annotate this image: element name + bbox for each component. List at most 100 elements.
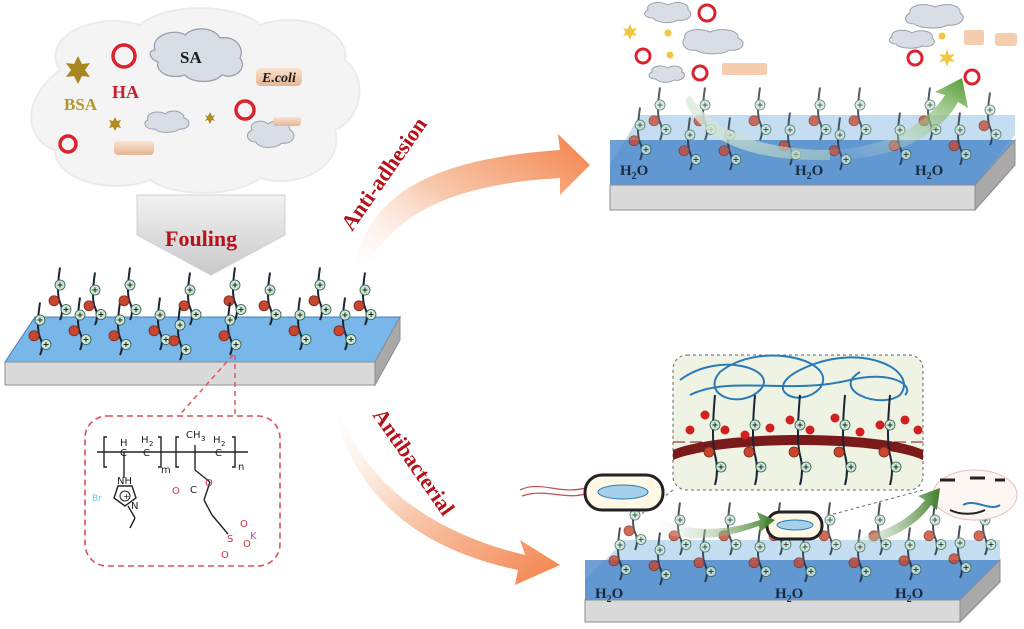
anti-adhesion-arrow: Anti-adhesion bbox=[336, 112, 590, 285]
cation-icon bbox=[990, 129, 1002, 140]
cation-icon bbox=[755, 461, 767, 473]
bsa-star-icon bbox=[66, 56, 90, 84]
sa-cloud: SA bbox=[149, 28, 244, 83]
cation-icon bbox=[780, 539, 792, 550]
ecoli-rod-icon bbox=[273, 117, 301, 126]
cation-dot bbox=[913, 425, 923, 435]
cation-icon bbox=[929, 514, 941, 526]
cation-icon bbox=[935, 539, 947, 550]
anion-icon bbox=[333, 325, 345, 337]
polymer-brush bbox=[218, 302, 242, 356]
polymer-brush bbox=[678, 117, 702, 171]
cation-icon bbox=[114, 314, 126, 326]
cation-icon bbox=[985, 539, 997, 550]
bacterium-swimming bbox=[519, 473, 665, 512]
anion-icon bbox=[218, 330, 230, 342]
cation-icon bbox=[684, 129, 696, 141]
cation-icon bbox=[345, 334, 357, 345]
cation-icon bbox=[224, 314, 236, 326]
cation-icon bbox=[270, 309, 282, 320]
atom-o: O bbox=[205, 478, 213, 489]
atom-c: C bbox=[143, 448, 150, 459]
cation-icon bbox=[660, 569, 672, 580]
anion-icon bbox=[703, 446, 715, 458]
cation-icon bbox=[294, 309, 306, 321]
cation-icon bbox=[890, 461, 902, 473]
cation-icon bbox=[60, 304, 72, 315]
cation-icon bbox=[40, 339, 52, 350]
anion-icon bbox=[718, 145, 730, 157]
cation-icon bbox=[839, 419, 851, 431]
copolymer-structure-box: + H C H 2 C m CH 3 H 2 C n NH N C Br O O… bbox=[84, 415, 281, 567]
lysis-arrow bbox=[830, 488, 940, 548]
cation-icon bbox=[854, 99, 866, 111]
polymer-brush bbox=[948, 112, 972, 166]
atom-h2: H bbox=[213, 435, 221, 446]
anion-icon bbox=[288, 325, 300, 337]
cation-icon bbox=[180, 344, 192, 355]
cation-dot bbox=[855, 427, 865, 437]
polymer-brush bbox=[108, 302, 132, 356]
cation-icon bbox=[794, 419, 806, 431]
cation-icon bbox=[900, 149, 912, 160]
anion-icon bbox=[678, 145, 690, 157]
cation-icon bbox=[760, 566, 772, 577]
potassium-ion: K bbox=[250, 531, 257, 542]
cation-icon bbox=[754, 541, 766, 553]
polymer-brush bbox=[793, 529, 817, 583]
cation-icon bbox=[640, 144, 652, 155]
anion-icon bbox=[148, 325, 160, 337]
cation-dots bbox=[685, 410, 923, 440]
polymer-brush bbox=[258, 272, 282, 326]
cation-dot bbox=[785, 415, 795, 425]
polymer-brush bbox=[978, 92, 1002, 146]
cation-icon bbox=[184, 284, 196, 296]
cation-icon bbox=[74, 309, 86, 321]
anion-icon bbox=[108, 330, 120, 342]
anion-icon bbox=[28, 330, 40, 342]
atom-o: O bbox=[240, 519, 248, 530]
cation-icon bbox=[320, 304, 332, 315]
cation-icon bbox=[654, 544, 666, 556]
polymer-brush bbox=[833, 394, 857, 486]
imidazolium-charge: + bbox=[123, 492, 130, 501]
cation-icon bbox=[130, 304, 142, 315]
fouling-arrow: Fouling bbox=[136, 194, 286, 276]
cation-icon bbox=[924, 99, 936, 111]
cation-icon bbox=[960, 562, 972, 573]
cation-icon bbox=[705, 566, 717, 577]
anion-icon bbox=[848, 557, 860, 569]
cation-icon bbox=[824, 514, 836, 526]
polymer-brush bbox=[288, 297, 312, 351]
cation-icon bbox=[229, 279, 241, 291]
atom-h: H bbox=[120, 438, 128, 449]
cation-icon bbox=[834, 129, 846, 141]
anion-icon bbox=[168, 335, 180, 347]
cation-icon bbox=[635, 534, 647, 545]
cation-icon bbox=[674, 514, 686, 526]
cation-dot bbox=[740, 430, 750, 440]
released-foulants bbox=[623, 2, 1017, 86]
anion-icon bbox=[623, 525, 635, 537]
bsa-star-icon bbox=[205, 112, 215, 124]
cation-icon bbox=[634, 119, 646, 131]
svg-text:H2O: H2O bbox=[895, 586, 923, 605]
cation-icon bbox=[235, 304, 247, 315]
polymer-brush bbox=[648, 532, 672, 586]
anion-icon bbox=[923, 530, 935, 542]
anion-icon bbox=[848, 115, 860, 127]
cation-icon bbox=[724, 514, 736, 526]
cation-icon bbox=[860, 566, 872, 577]
cation-icon bbox=[880, 539, 892, 550]
cation-icon bbox=[264, 284, 276, 296]
polymer-brush bbox=[178, 272, 202, 326]
anion-icon bbox=[118, 295, 130, 307]
cation-icon bbox=[800, 461, 812, 473]
polymer-brush bbox=[693, 529, 717, 583]
anion-icon bbox=[793, 557, 805, 569]
h2o-label: H2O bbox=[895, 586, 923, 605]
polymer-brush bbox=[223, 267, 247, 321]
svg-text:H2O: H2O bbox=[795, 163, 823, 182]
svg-text:H2O: H2O bbox=[620, 163, 648, 182]
cation-icon bbox=[715, 461, 727, 473]
